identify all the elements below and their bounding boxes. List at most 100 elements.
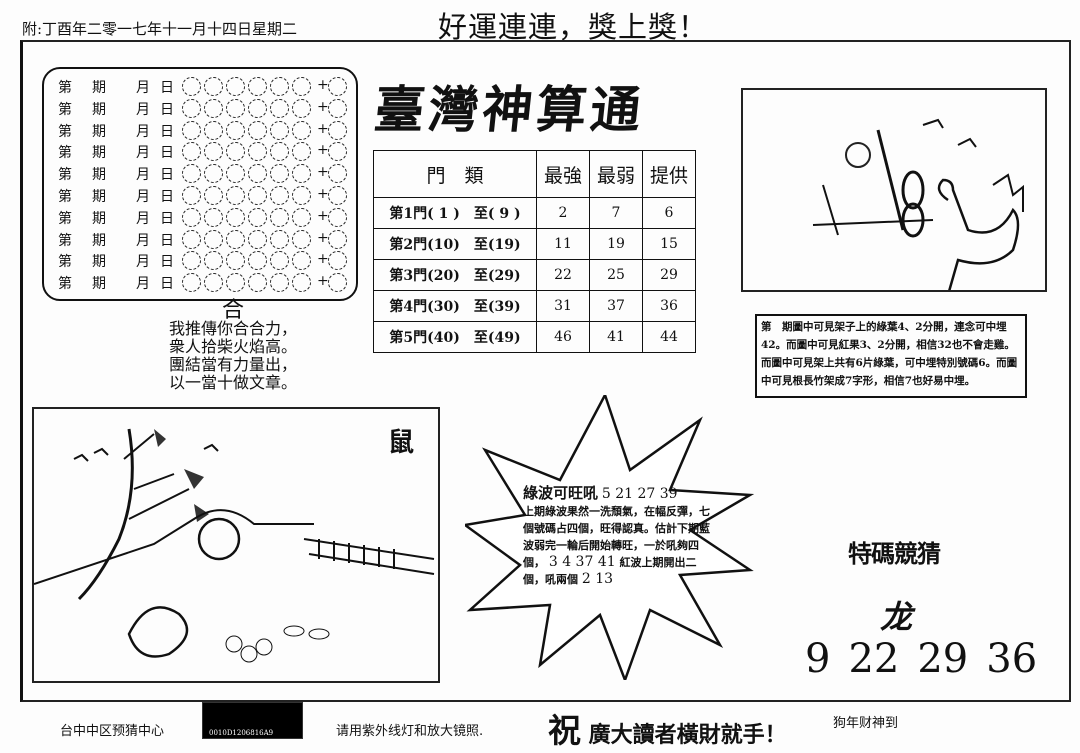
row-label-day: 日 xyxy=(160,123,174,140)
draw-row: 第期月日+ xyxy=(44,186,356,206)
special-number: 9 xyxy=(805,636,831,682)
special-number-circle xyxy=(328,164,347,184)
number-circle xyxy=(270,207,289,227)
number-circle xyxy=(270,142,289,162)
plus-sign: + xyxy=(317,207,329,224)
door-cell-door: 第3門(20) 至(29) xyxy=(373,259,537,291)
number-circle xyxy=(226,77,245,96)
number-circle xyxy=(292,142,311,162)
poem-line: 我推傳你合合力， xyxy=(168,319,297,338)
special-number-circle xyxy=(328,98,347,118)
wish-text: 廣大讀者橫財就手！ xyxy=(588,723,787,748)
row-label-issue: 第 xyxy=(58,101,72,118)
row-label-period: 期 xyxy=(92,101,106,118)
door-cell-offer: 36 xyxy=(642,290,696,322)
plus-sign: + xyxy=(317,77,329,93)
plus-sign: + xyxy=(317,164,329,181)
special-number: 29 xyxy=(917,636,969,682)
draw-row: 第期月日+ xyxy=(44,120,356,141)
row-label-day: 日 xyxy=(160,167,174,184)
special-number-circle xyxy=(328,251,347,271)
number-circle xyxy=(248,207,267,227)
door-cell-weakest: 41 xyxy=(589,321,643,353)
door-cell-strongest: 31 xyxy=(536,290,590,322)
row-label-month: 月 xyxy=(136,254,150,271)
row-label-period: 期 xyxy=(92,189,106,205)
door-cell-door: 第5門(40) 至(49) xyxy=(373,321,537,353)
number-circle xyxy=(182,120,201,140)
row-label-day: 日 xyxy=(160,145,174,162)
door-cell-offer: 6 xyxy=(642,197,696,229)
number-circle xyxy=(226,142,245,162)
number-circle xyxy=(204,164,223,184)
poem-line: 團結當有力量出， xyxy=(168,355,297,374)
door-cell-weakest: 19 xyxy=(589,228,643,260)
row-label-month: 月 xyxy=(136,189,150,205)
header-offer: 提供 xyxy=(642,150,696,198)
row-label-period: 期 xyxy=(92,232,106,249)
number-circle xyxy=(182,164,201,184)
starburst-shape xyxy=(465,395,755,680)
row-label-month: 月 xyxy=(136,80,150,96)
row-label-period: 期 xyxy=(92,210,106,227)
row-label-period: 期 xyxy=(92,80,106,96)
date-line: 附:丁酉年二零一七年十一月十四日星期二 xyxy=(22,20,298,38)
row-label-issue: 第 xyxy=(58,210,72,227)
door-cell-weakest: 37 xyxy=(589,290,643,322)
row-label-month: 月 xyxy=(136,101,150,118)
starburst-text: 綠波可旺吼 5 21 27 39 上期綠波果然一洗頹氣，在幅反彈，七個號碼占四個… xyxy=(523,485,713,588)
row-label-period: 期 xyxy=(92,254,106,271)
starburst-body-2: 紅波上期開出二個，吼兩個 xyxy=(523,556,697,586)
row-label-month: 月 xyxy=(136,145,150,162)
number-circle xyxy=(270,98,289,118)
row-label-month: 月 xyxy=(136,276,150,293)
special-number-circle xyxy=(328,273,347,293)
number-circle xyxy=(226,207,245,227)
row-label-month: 月 xyxy=(136,123,150,140)
number-circle xyxy=(292,164,311,184)
special-number-circle xyxy=(328,120,347,140)
row-label-period: 期 xyxy=(92,123,106,140)
number-circle xyxy=(182,98,201,118)
door-cell-offer: 15 xyxy=(642,228,696,260)
special-number: 36 xyxy=(986,636,1038,682)
number-circle xyxy=(248,273,267,293)
plus-sign: + xyxy=(317,98,329,115)
number-circle xyxy=(270,77,289,96)
plus-sign: + xyxy=(317,142,329,159)
number-circle xyxy=(270,186,289,205)
row-label-day: 日 xyxy=(160,80,174,96)
number-circle xyxy=(292,273,311,293)
special-number-circle xyxy=(328,229,347,249)
draw-row: 第期月日+ xyxy=(44,273,356,293)
number-circle xyxy=(248,186,267,205)
garden-drawing xyxy=(33,428,435,663)
poem-heading: 合 xyxy=(221,298,244,323)
number-circle xyxy=(292,207,311,227)
row-label-issue: 第 xyxy=(58,276,72,293)
poem-line: 衆人拾柴火焰高。 xyxy=(168,337,297,356)
special-number-circle xyxy=(328,186,347,205)
draw-row: 第期月日+ xyxy=(44,207,356,228)
poem-line: 以一當十做文章。 xyxy=(168,373,297,392)
number-circle xyxy=(182,186,201,205)
special-number-circle xyxy=(328,77,347,96)
number-circle xyxy=(204,273,223,293)
number-circle xyxy=(248,251,267,271)
garden-illustration xyxy=(32,407,440,683)
number-circle xyxy=(248,98,267,118)
wish-char: 祝 xyxy=(548,711,581,750)
door-cell-strongest: 11 xyxy=(536,228,590,260)
door-cell-door: 第1門( 1 ) 至( 9 ) xyxy=(373,197,537,229)
row-label-issue: 第 xyxy=(58,254,72,271)
row-label-issue: 第 xyxy=(58,145,72,162)
number-circle xyxy=(226,164,245,184)
number-circle xyxy=(270,164,289,184)
page-title: 臺灣神算通 xyxy=(371,80,648,139)
footer-wish: 祝 廣大讀者橫財就手！ xyxy=(548,704,787,752)
number-circle xyxy=(248,77,267,96)
plus-sign: + xyxy=(317,120,329,137)
number-circle xyxy=(204,120,223,140)
